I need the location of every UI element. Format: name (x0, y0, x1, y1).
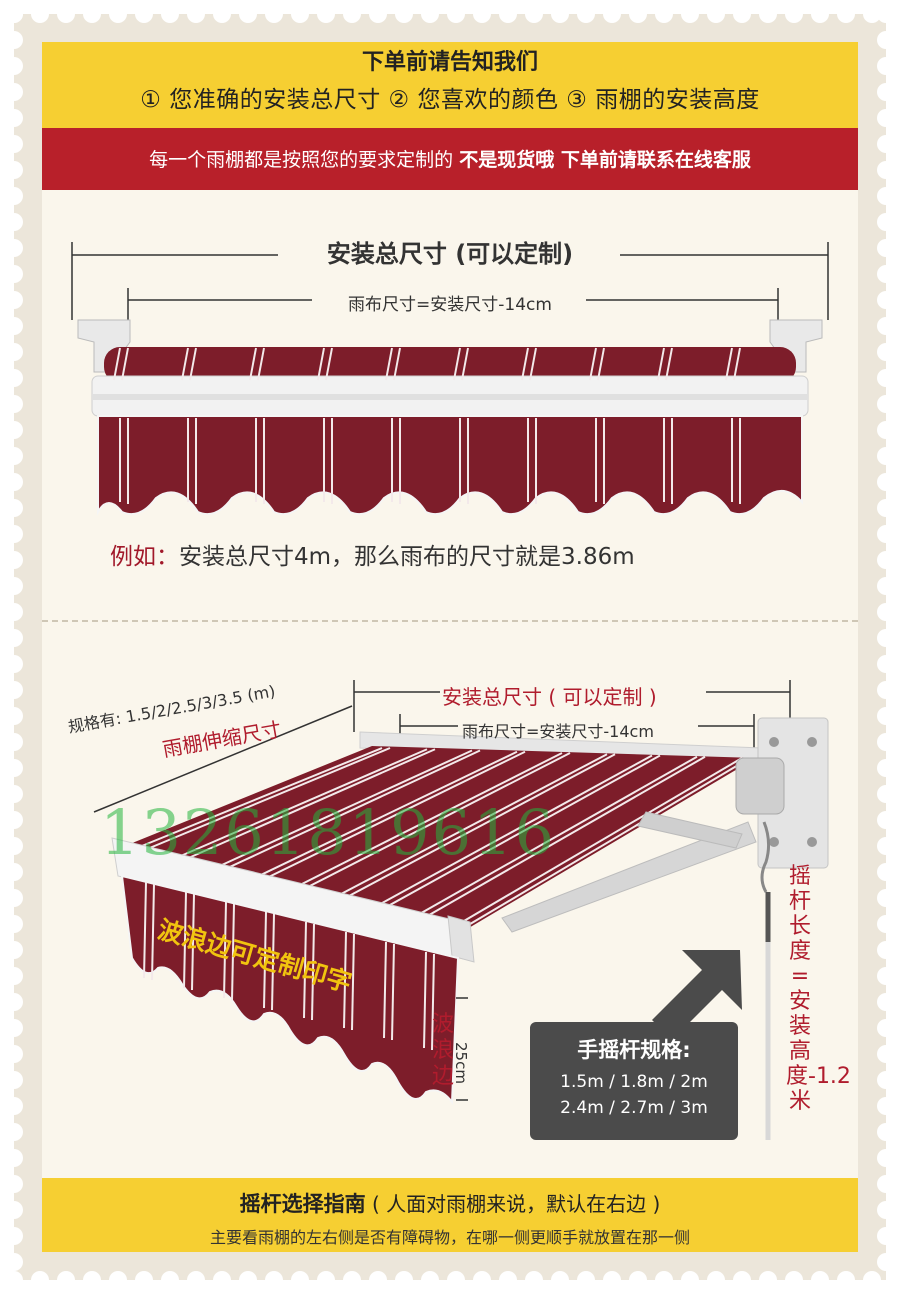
perspective-awning-diagram (93, 680, 829, 1140)
crank-guide-banner: 摇杆选择指南 ( 人面对雨棚来说，默认在右边 ) 主要看雨棚的左右侧是否有障碍物… (42, 1178, 858, 1252)
total-size-label: 安装总尺寸 (可以定制) (326, 240, 574, 268)
crank-guide-title: 摇杆选择指南 (239, 1192, 366, 1216)
crank-guide-heading: 摇杆选择指南 ( 人面对雨棚来说，默认在右边 ) (42, 1188, 858, 1218)
crank-spec-title: 手摇杆规格: (577, 1038, 691, 1062)
example-text: 安装总尺寸4m，那么雨布的尺寸就是3.86m (179, 544, 635, 570)
total-size-label-perspective: 安装总尺寸 ( 可以定制 ) (442, 685, 657, 709)
crank-spec-box: 手摇杆规格: 1.5m / 1.8m / 2m 2.4m / 2.7m / 3m (530, 1022, 738, 1140)
crank-guide-note: ( 人面对雨棚来说，默认在右边 ) (372, 1192, 661, 1216)
content-panel: 下单前请告知我们 ① 您准确的安装总尺寸 ② 您喜欢的颜色 ③ 雨棚的安装高度 … (42, 42, 858, 1252)
header-items: ① 您准确的安装总尺寸 ② 您喜欢的颜色 ③ 雨棚的安装高度 (140, 87, 760, 113)
fabric-size-label-perspective: 雨布尺寸=安装尺寸-14cm (462, 722, 654, 741)
custom-notice-text: 每一个雨棚都是按照您的要求定制的 不是现货哦 下单前请联系在线客服 (42, 145, 858, 172)
fabric-size-label: 雨布尺寸=安装尺寸-14cm (348, 295, 552, 315)
example-line: 例如：安装总尺寸4m，那么雨布的尺寸就是3.86m (110, 537, 635, 571)
phone-watermark: 13261819616 (100, 796, 556, 869)
wave-edge-label: 波浪边 (431, 1012, 454, 1089)
crank-guide-sub: 主要看雨棚的左右侧是否有障碍物，在哪一侧更顺手就放置在那一侧 (209, 1228, 690, 1247)
order-notice-header: 下单前请告知我们 ① 您准确的安装总尺寸 ② 您喜欢的颜色 ③ 雨棚的安装高度 (42, 42, 858, 128)
crank-spec-line2: 2.4m / 2.7m / 3m (560, 1098, 708, 1118)
custom-notice-band: 每一个雨棚都是按照您的要求定制的 不是现货哦 下单前请联系在线客服 (42, 128, 858, 190)
notice-bold: 不是现货哦 下单前请联系在线客服 (459, 149, 751, 171)
wave-height-label: 25cm (452, 1042, 470, 1084)
front-awning-diagram (71, 242, 829, 516)
notice-normal: 每一个雨棚都是按照您的要求定制的 (149, 149, 454, 171)
header-title: 下单前请告知我们 (361, 50, 538, 75)
crank-length-label: 摇杆长度=安装高度-1.2米 (786, 864, 851, 1114)
example-label: 例如： (110, 544, 179, 570)
section-divider (42, 620, 858, 622)
crank-spec-line1: 1.5m / 1.8m / 2m (560, 1072, 708, 1092)
